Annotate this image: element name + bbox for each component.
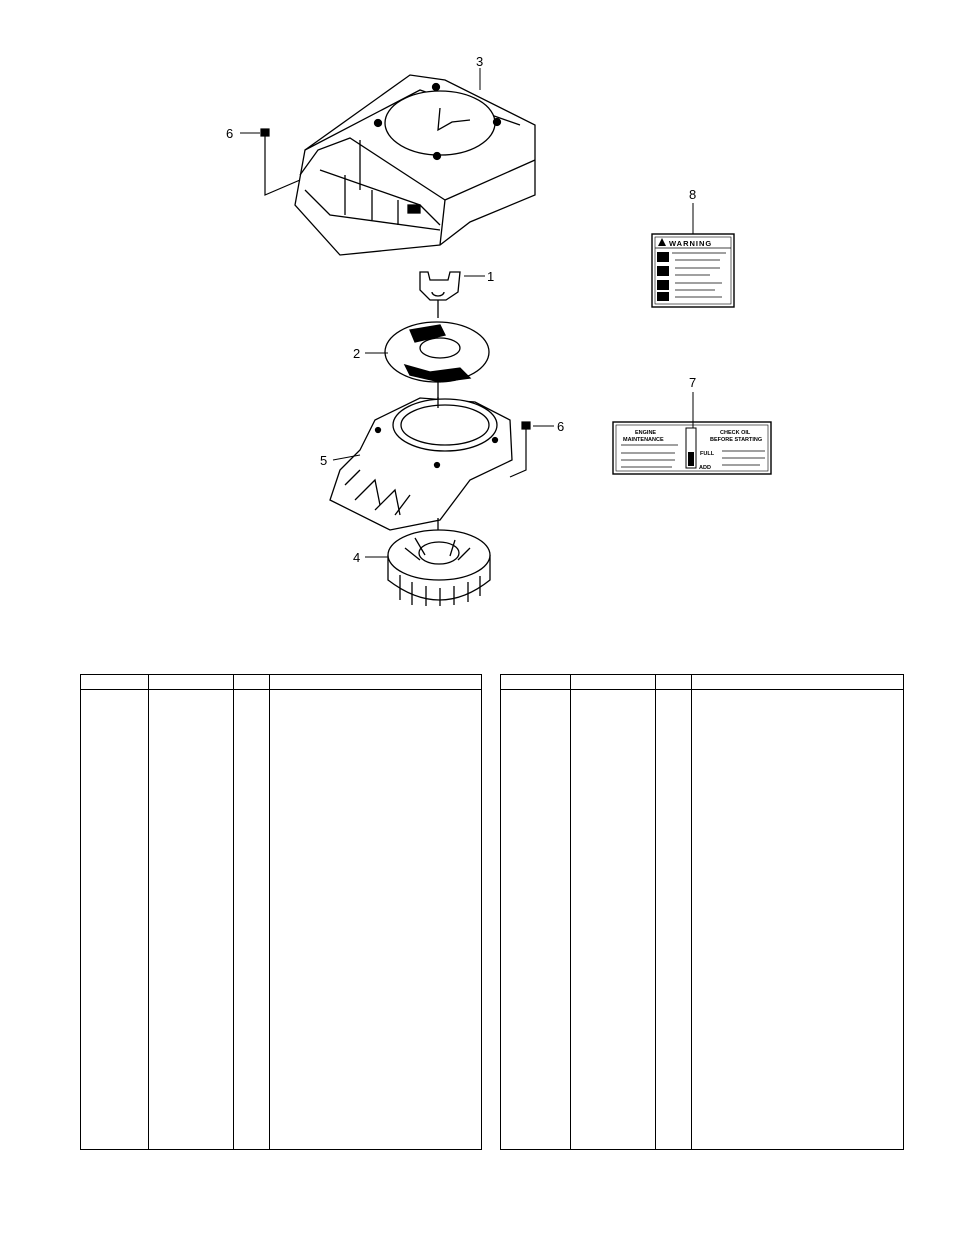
header-cell — [691, 674, 904, 690]
callout-4: 4 — [353, 550, 360, 565]
header-cell — [570, 674, 656, 690]
callout-6-lower: 6 — [557, 419, 564, 434]
exploded-parts-diagram: 3 6 8 1 2 7 6 5 4 WARNING ENGINE MAINTEN… — [226, 54, 772, 606]
table-header-row — [500, 674, 904, 690]
blower-housing-part-3 — [294, 74, 536, 256]
retainer-part-1 — [419, 271, 461, 318]
header-cell — [233, 674, 270, 690]
callout-5: 5 — [320, 453, 327, 468]
warning-decal-part-8 — [651, 203, 735, 308]
maintenance-decal-left-title-1: ENGINE — [635, 430, 656, 436]
maintenance-decal-left-title-2: MAINTENANCE — [623, 437, 664, 443]
fan-housing-part-5 — [329, 397, 513, 531]
flywheel-fan-part-4 — [387, 518, 491, 606]
table-cell — [655, 689, 692, 1150]
bolt-part-6-upper — [260, 128, 301, 196]
parts-table-left — [80, 674, 482, 1150]
parts-table-right — [500, 674, 904, 1150]
callout-7: 7 — [689, 375, 696, 390]
maintenance-decal-full: FULL — [700, 451, 715, 457]
bolt-part-6-lower — [509, 421, 531, 478]
header-cell — [269, 674, 482, 690]
header-cell — [80, 674, 149, 690]
header-cell — [148, 674, 234, 690]
callout-leaders — [240, 68, 554, 558]
maintenance-decal-add: ADD — [699, 465, 711, 471]
header-cell — [500, 674, 571, 690]
table-cell — [233, 689, 270, 1150]
callout-8: 8 — [689, 187, 696, 202]
table-header-row — [80, 674, 482, 690]
callout-1: 1 — [487, 269, 494, 284]
table-cell — [691, 689, 904, 1150]
callout-3: 3 — [476, 54, 483, 69]
header-cell — [655, 674, 692, 690]
table-cell — [148, 689, 234, 1150]
table-row — [81, 689, 482, 1150]
warning-decal-title: WARNING — [669, 239, 712, 248]
table-row — [501, 689, 904, 1150]
table-cell — [501, 690, 571, 1150]
table-cell — [570, 689, 656, 1150]
table-cell — [269, 689, 482, 1150]
table-cell — [81, 690, 149, 1150]
maintenance-decal-right-title-1: CHECK OIL — [720, 430, 751, 436]
callout-2: 2 — [353, 346, 360, 361]
callout-6-upper: 6 — [226, 126, 233, 141]
maintenance-decal-right-title-2: BEFORE STARTING — [710, 437, 762, 443]
maintenance-decal-part-7 — [612, 392, 772, 475]
